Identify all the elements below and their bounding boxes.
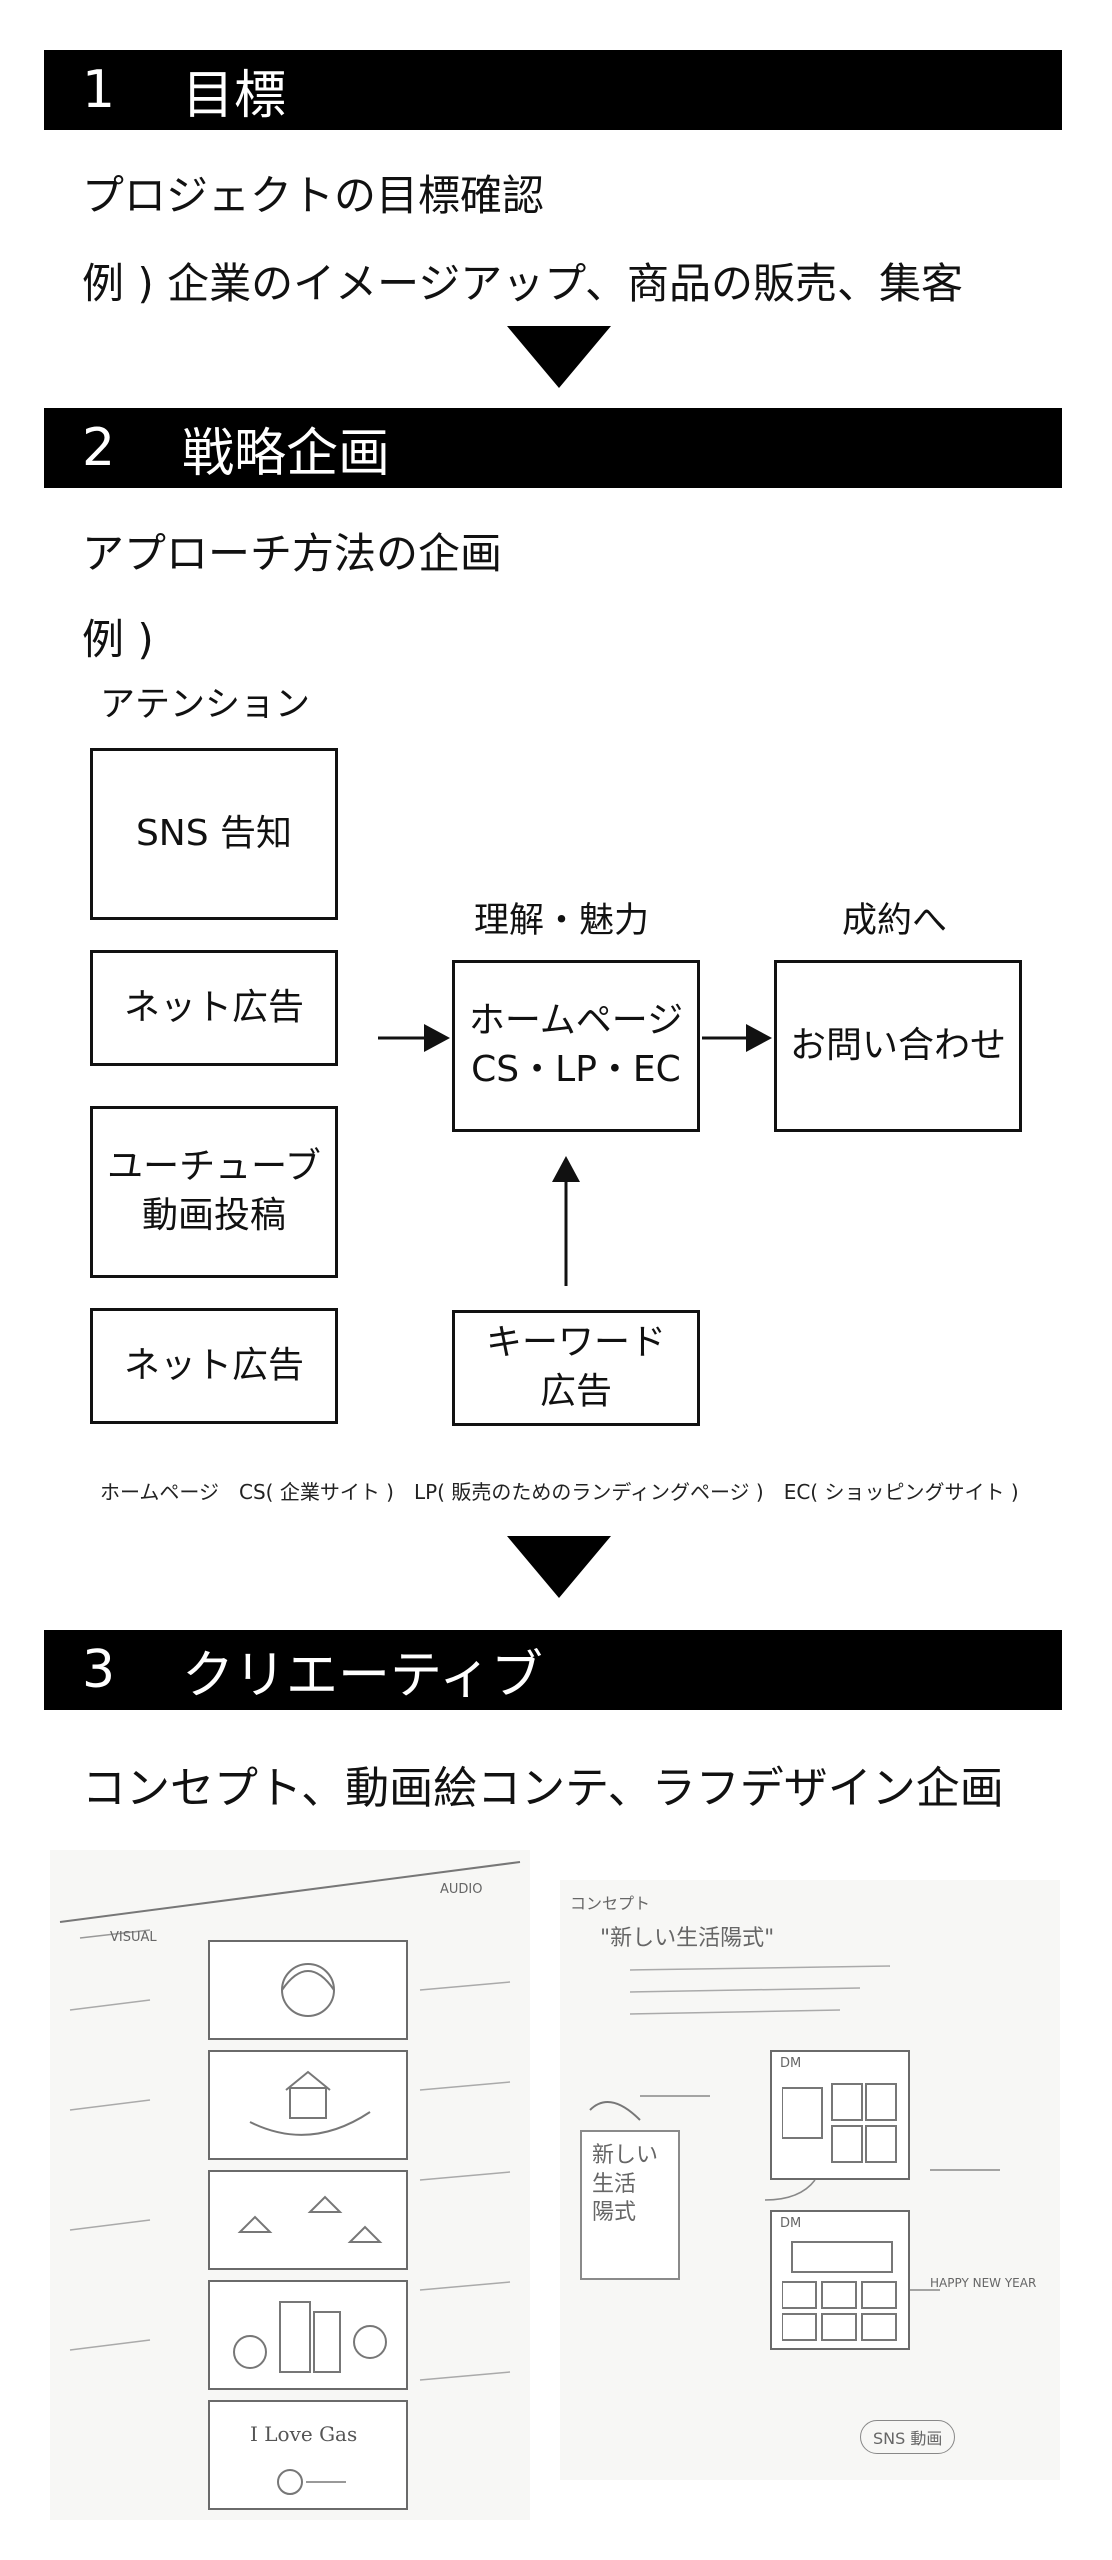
box-keyword-ad: キーワード 広告	[452, 1310, 700, 1426]
arrow-to-inquiry-icon	[702, 1024, 772, 1052]
storyboard-visual-header: VISUAL	[110, 1930, 157, 1945]
concept-dm-1: DM	[770, 2050, 910, 2180]
section-1-number: 1	[82, 60, 116, 120]
section-1-line-2: 例 ) 企業のイメージアップ、商品の販売、集客	[82, 259, 963, 308]
box-youtube: ユーチューブ 動画投稿	[90, 1106, 338, 1278]
storyboard-sketch: VISUAL AUDIO I Love Gas	[50, 1850, 530, 2520]
section-2-number: 2	[82, 418, 116, 478]
column-label-conversion: 成約へ	[842, 901, 948, 941]
storyboard-frame-5: I Love Gas	[208, 2400, 408, 2510]
down-arrow-icon	[507, 326, 611, 388]
down-arrow-icon	[507, 1536, 611, 1598]
dm-1-grid-icon	[782, 2083, 897, 2163]
concept-stamp-text: 新しい 生活 陽式	[592, 2143, 659, 2226]
column-label-attention: アテンション	[100, 685, 311, 725]
section-3-title: クリエーティブ	[182, 1645, 543, 1706]
box-net-ad-1: ネット広告	[90, 950, 338, 1066]
concept-sketch: コンセプト "新しい生活陽式" 新しい 生活 陽式 DM DM HAPPY NE…	[560, 1880, 1060, 2480]
concept-title: コンセプト	[570, 1894, 651, 1913]
column-label-understanding: 理解・魅力	[474, 901, 650, 941]
homepage-types-footnote: ホームページ CS( 企業サイト ) LP( 販売のためのランディングページ )…	[100, 1480, 1019, 1504]
storyboard-lines	[59, 1861, 521, 2381]
box-inquiry: お問い合わせ	[774, 960, 1022, 1132]
concept-stamp: 新しい 生活 陽式	[580, 2130, 680, 2280]
concept-dm-2-label: DM	[780, 2216, 802, 2231]
hand-house-sketch-icon	[249, 2070, 371, 2136]
flow-arrows	[378, 1024, 772, 1286]
section-1-title: 目標	[182, 65, 287, 126]
storyboard-frame-1	[208, 1940, 408, 2040]
section-2-title: 戦略企画	[182, 423, 391, 484]
section-3-number: 3	[82, 1640, 116, 1700]
box-homepage: ホームページ CS・LP・EC	[452, 960, 700, 1132]
section-3-line-1: コンセプト、動画絵コンテ、ラフデザイン企画	[82, 1763, 1004, 1814]
dm-2-grid-icon	[782, 2241, 897, 2341]
arrow-up-to-homepage-icon	[552, 1156, 580, 1286]
section-1-line-1: プロジェクトの目標確認	[82, 171, 545, 220]
storyboard-frame-4	[208, 2280, 408, 2390]
houses-sketch-icon	[237, 2195, 383, 2243]
concept-happy-new-year: HAPPY NEW YEAR	[930, 2276, 1037, 2290]
box-sns-notice: SNS 告知	[90, 748, 338, 920]
storyboard-audio-header: AUDIO	[440, 1882, 483, 1897]
section-2-line-1: アプローチ方法の企画	[82, 529, 503, 578]
section-2-header: 2 戦略企画	[44, 408, 1062, 488]
concept-dm-2: DM	[770, 2210, 910, 2350]
face-sketch-icon	[281, 1963, 335, 2017]
concept-quote: "新しい生活陽式"	[600, 1926, 775, 1951]
storyboard-frame-2	[208, 2050, 408, 2160]
box-net-ad-2: ネット広告	[90, 1308, 338, 1424]
storyboard-frame-5-text: I Love Gas	[250, 2422, 358, 2446]
appliance-sketch-icon	[233, 2301, 387, 2373]
section-3-header: 3 クリエーティブ	[44, 1630, 1062, 1710]
concept-sns-label: SNS 動画	[860, 2420, 956, 2454]
section-1-header: 1 目標	[44, 50, 1062, 130]
section-2-line-2: 例 )	[82, 615, 154, 664]
concept-dm-1-label: DM	[780, 2056, 802, 2071]
storyboard-frame-3	[208, 2170, 408, 2270]
arrow-to-homepage-icon	[378, 1024, 450, 1052]
logo-sketch-icon	[277, 2469, 346, 2495]
